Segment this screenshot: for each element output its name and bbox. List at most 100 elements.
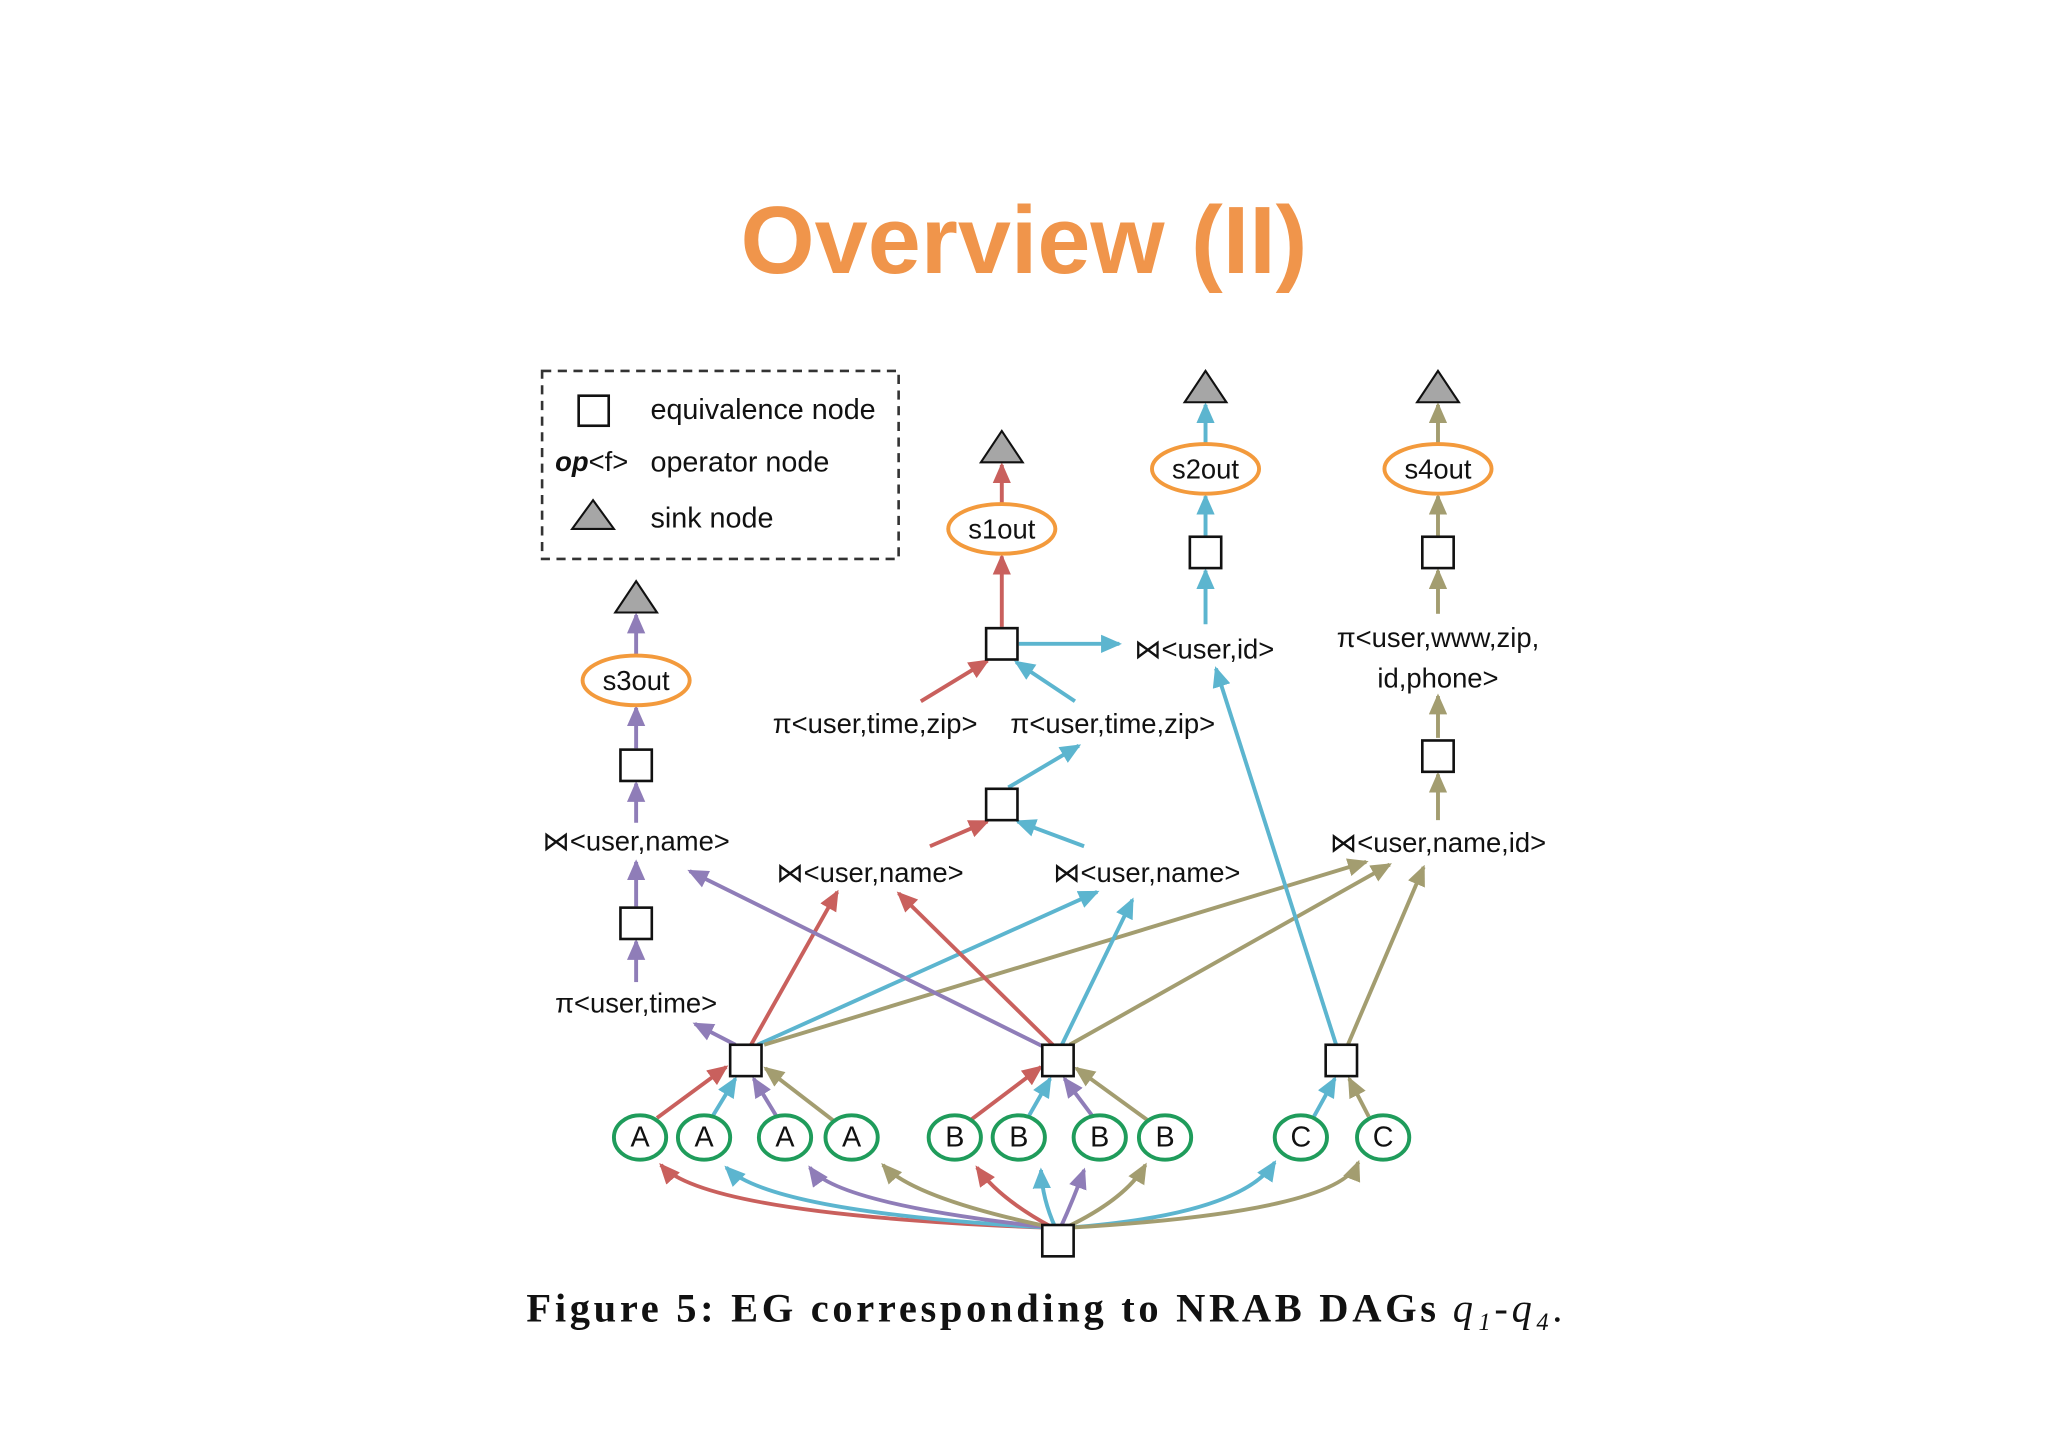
edge-b-to-s3-join xyxy=(687,869,1046,1050)
edge-source-a3-to-square xyxy=(751,1076,778,1117)
edge-source-b1-to-square xyxy=(970,1065,1044,1121)
caption-queries: q₁-q₄. xyxy=(1453,1286,1564,1331)
edge-root-to-source-a2 xyxy=(724,1165,1048,1230)
output-label-s2: s2out xyxy=(1172,453,1239,484)
edge-source-b4-to-square xyxy=(1074,1066,1150,1123)
edge-mid-square-to-project-right xyxy=(1007,744,1082,790)
edge-source-a2-to-square xyxy=(711,1076,738,1117)
edge-c-to-user-id-join xyxy=(1212,666,1338,1046)
edge-b-to-s4-join xyxy=(1068,862,1392,1047)
legend: equivalence node op<f> operator node sin… xyxy=(540,369,900,561)
source-label: B xyxy=(945,1121,964,1153)
source-label: A xyxy=(842,1121,862,1153)
edge-source-c1-to-square xyxy=(1312,1076,1337,1118)
slide-title: Overview (II) xyxy=(741,188,1308,294)
operator-mid-join-left: ⋈<user,name> xyxy=(776,857,963,888)
equivalence-node-source-a xyxy=(728,1043,763,1078)
source-node-b-4: B xyxy=(1136,1113,1194,1162)
operator-s3-join: ⋈<user,name> xyxy=(542,826,729,857)
edge-a-to-s3-project xyxy=(692,1022,737,1047)
legend-equivalence-icon xyxy=(577,394,611,428)
source-node-b-3: B xyxy=(1071,1113,1128,1162)
legend-operator-param: <f> xyxy=(589,446,629,477)
equivalence-node-s4-lower xyxy=(1421,739,1455,774)
edge-root-to-source-a3 xyxy=(808,1165,1051,1230)
edge-source-b2-to-square xyxy=(1027,1076,1052,1117)
edge-project-right-to-s1-square xyxy=(1013,660,1077,703)
source-node-a-2: A xyxy=(675,1113,733,1162)
edge-root-to-source-a1 xyxy=(659,1162,1045,1230)
source-node-c-2: C xyxy=(1355,1113,1412,1162)
edge-b-to-join-right xyxy=(1060,897,1135,1046)
source-label: A xyxy=(630,1121,650,1153)
source-node-b-2: B xyxy=(990,1113,1047,1162)
edge-join-left-to-mid-square xyxy=(929,819,990,849)
equivalence-node-mid-lower xyxy=(984,787,1019,822)
edge-join-right-to-mid-square xyxy=(1015,819,1085,849)
edge-source-a1-to-square xyxy=(655,1065,729,1120)
output-node-s2: s2out xyxy=(1150,442,1262,496)
legend-sink-icon xyxy=(570,498,616,530)
legend-operator-icon: op<f> xyxy=(555,446,628,477)
edge-c-to-s4-join xyxy=(1346,864,1426,1046)
source-label: A xyxy=(694,1121,714,1153)
equivalence-node-s1-upper xyxy=(984,626,1019,661)
equivalence-node-s4-upper xyxy=(1421,535,1455,570)
equivalence-node-s2 xyxy=(1188,535,1223,570)
source-label: B xyxy=(1155,1121,1174,1153)
source-label: B xyxy=(1009,1121,1028,1153)
operator-s4-project-line2: id,phone> xyxy=(1377,662,1498,693)
edge-source-b3-to-square xyxy=(1062,1076,1094,1117)
source-label: C xyxy=(1290,1121,1311,1153)
legend-box xyxy=(540,369,900,561)
edge-root-to-source-c2 xyxy=(1070,1159,1361,1230)
sink-node-s4 xyxy=(1415,369,1461,404)
edge-root-to-source-b1 xyxy=(975,1165,1054,1230)
source-node-b-1: B xyxy=(926,1113,983,1162)
edge-a-to-join-left xyxy=(749,889,839,1046)
output-label-s3: s3out xyxy=(603,665,670,696)
equivalence-node-source-c xyxy=(1324,1043,1359,1078)
legend-operator-glyph: op xyxy=(555,446,588,477)
legend-equivalence-label: equivalence node xyxy=(650,394,875,426)
operator-mid-join-right: ⋈<user,name> xyxy=(1053,857,1240,888)
equivalence-node-s3-lower xyxy=(619,906,654,941)
edge-root-to-source-b4 xyxy=(1064,1162,1148,1230)
edge-project-left-to-s1-square xyxy=(919,659,990,703)
operator-s4-join: ⋈<user,name,id> xyxy=(1330,827,1546,858)
edge-root-to-source-b2 xyxy=(1032,1167,1058,1229)
output-label-s4: s4out xyxy=(1404,453,1471,484)
edge-source-c2-to-square xyxy=(1347,1076,1371,1118)
sink-node-s3 xyxy=(613,579,659,614)
equivalence-node-s3-upper xyxy=(619,748,654,783)
source-node-c-1: C xyxy=(1272,1113,1329,1162)
edge-a-to-s4-join xyxy=(763,858,1369,1047)
output-node-s4: s4out xyxy=(1382,442,1494,496)
output-label-s1: s1out xyxy=(968,513,1035,544)
source-label: C xyxy=(1373,1121,1394,1153)
operator-s2-join: ⋈<user,id> xyxy=(1134,634,1274,665)
source-label: A xyxy=(775,1121,795,1153)
equivalence-node-root xyxy=(1040,1223,1075,1258)
source-node-a-4: A xyxy=(823,1113,880,1162)
output-node-s3: s3out xyxy=(580,653,692,708)
source-node-a-3: A xyxy=(756,1113,814,1162)
figure-caption: Figure 5: EG corresponding to NRAB DAGs q… xyxy=(526,1286,1563,1331)
operator-mid-project-left: π<user,time,zip> xyxy=(773,708,978,739)
legend-sink-label: sink node xyxy=(650,502,773,534)
edge-root-to-source-b3 xyxy=(1058,1167,1087,1229)
sink-node-s1 xyxy=(978,429,1025,464)
operator-s4-project-line1: π<user,www,zip, xyxy=(1337,622,1539,653)
output-node-s1: s1out xyxy=(946,502,1058,556)
edge-b-to-join-left xyxy=(896,891,1055,1047)
edge-a-to-join-right xyxy=(756,890,1100,1047)
sink-node-s2 xyxy=(1182,369,1229,404)
source-node-a-1: A xyxy=(611,1113,669,1162)
edge-layer xyxy=(626,402,1448,1230)
caption-label: Figure 5: EG corresponding to NRAB DAGs xyxy=(526,1286,1436,1331)
legend-operator-label: operator node xyxy=(650,446,829,478)
operator-s3-project: π<user,time> xyxy=(555,987,717,1018)
equivalence-node-source-b xyxy=(1040,1043,1075,1078)
operator-mid-project-right: π<user,time,zip> xyxy=(1010,708,1215,739)
